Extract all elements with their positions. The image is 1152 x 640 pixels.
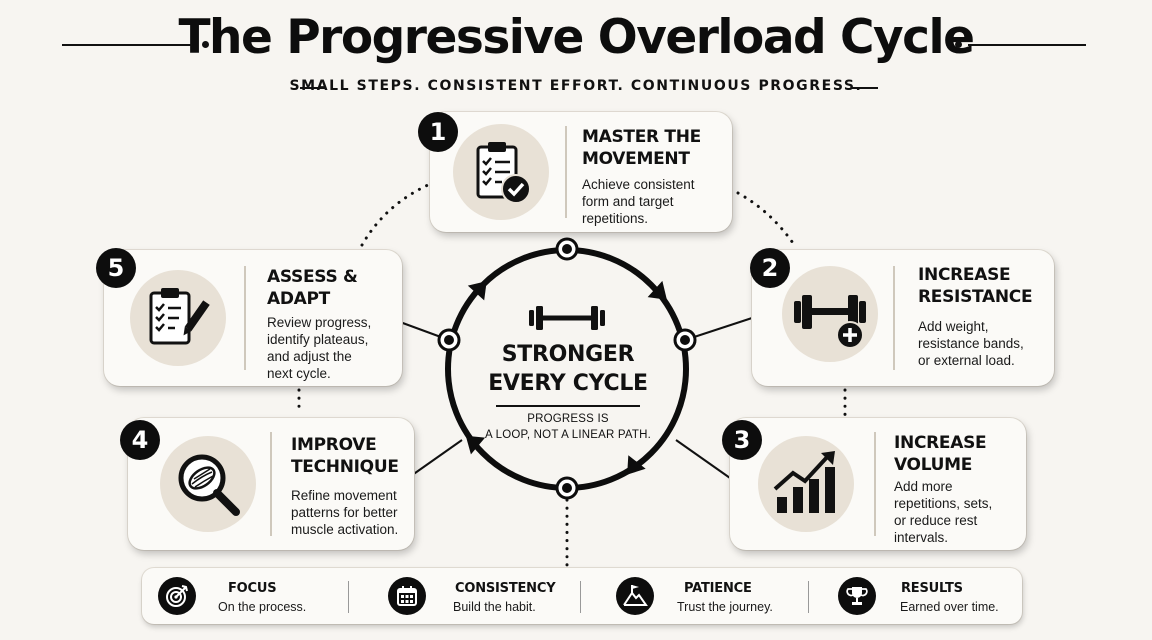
- center-note: PROGRESS IS A LOOP, NOT A LINEAR PATH.: [484, 413, 652, 441]
- step-3-badge: 3: [722, 420, 762, 460]
- footer-bar: [142, 568, 1022, 624]
- step-4-icon-bg: [160, 436, 256, 532]
- subtitle-rule-left: [300, 87, 326, 89]
- step-1-badge: 1: [418, 112, 458, 152]
- footer-divider: [808, 581, 809, 613]
- step-5-badge: 5: [96, 248, 136, 288]
- clipboard-pencil-icon: [149, 288, 210, 345]
- target-icon: [166, 585, 188, 607]
- ring-node-top: [555, 237, 579, 261]
- step-3-divider: [874, 432, 876, 536]
- footer-label-consistency: CONSISTENCY: [455, 581, 556, 596]
- dumbbell-icon: [529, 306, 605, 330]
- mountain-flag-icon: [623, 585, 648, 606]
- footer-sub-results: Earned over time.: [900, 600, 999, 614]
- step-1-icon-bg: [453, 124, 549, 220]
- dotted-connector-5-1: [360, 183, 430, 247]
- footer-icon-results: [838, 577, 876, 615]
- connector-3: [675, 439, 731, 479]
- center-rule: [496, 405, 640, 407]
- step-5-divider: [244, 266, 246, 370]
- calendar-icon: [397, 586, 417, 606]
- footer-sub-consistency: Build the habit.: [453, 600, 536, 614]
- dumbbell-plus-icon: [794, 295, 866, 349]
- ring-node-bottom: [555, 476, 579, 500]
- trophy-icon: [846, 587, 868, 605]
- step-2-badge: 2: [750, 248, 790, 288]
- arrow-icon: [465, 435, 486, 455]
- dotted-connector-1-2: [736, 191, 797, 248]
- step-2-title: INCREASE RESISTANCE: [918, 265, 1033, 307]
- subtitle-rule-right: [852, 87, 878, 89]
- footer-icon-focus: [158, 577, 196, 615]
- page-title: The Progressive Overload Cycle: [178, 10, 975, 65]
- magnifier-muscle-icon: [178, 454, 240, 516]
- step-2-icon-bg: [782, 266, 878, 362]
- footer-divider: [580, 581, 581, 613]
- connector-2: [684, 317, 753, 341]
- footer-icon-consistency: [388, 577, 426, 615]
- footer-sub-patience: Trust the journey.: [677, 600, 773, 614]
- step-2-divider: [893, 266, 895, 370]
- step-4-description: Refine movement patterns for better musc…: [291, 488, 399, 537]
- step-3-description: Add more repetitions, sets, or reduce re…: [894, 479, 993, 545]
- step-5-description: Review progress, identify plateaus, and …: [267, 315, 372, 381]
- title-rule-left: [62, 44, 192, 46]
- clipboard-check-icon: [476, 142, 531, 204]
- step-4-title: IMPROVE TECHNIQUE: [291, 435, 399, 477]
- title-rule-right: [968, 44, 1086, 46]
- bar-chart-arrow-icon: [773, 451, 835, 513]
- ring-node-left: [437, 328, 461, 352]
- step-3-title: INCREASE VOLUME: [894, 433, 987, 475]
- step-4-divider: [270, 432, 272, 536]
- footer-label-patience: PATIENCE: [684, 581, 752, 596]
- step-3-icon-bg: [758, 436, 854, 532]
- step-5-title: ASSESS & ADAPT: [267, 267, 358, 309]
- arrow-icon: [627, 455, 646, 475]
- title-dot-left: [202, 41, 209, 48]
- center-title: STRONGER EVERY CYCLE: [488, 342, 648, 396]
- ring-node-right: [673, 328, 697, 352]
- step-1-divider: [565, 126, 567, 218]
- step-4-badge: 4: [120, 420, 160, 460]
- connector-4: [407, 439, 463, 479]
- footer-icon-patience: [616, 577, 654, 615]
- title-dot-right: [955, 41, 962, 48]
- page-subtitle: SMALL STEPS. CONSISTENT EFFORT. CONTINUO…: [289, 78, 863, 94]
- step-1-title: MASTER THE MOVEMENT: [582, 127, 701, 169]
- step-2-description: Add weight, resistance bands, or externa…: [918, 319, 1024, 368]
- step-5-icon-bg: [130, 270, 226, 366]
- arrow-icon: [647, 280, 667, 300]
- footer-sub-focus: On the process.: [218, 600, 307, 614]
- arrow-icon: [467, 281, 487, 301]
- footer-divider: [348, 581, 349, 613]
- step-1-description: Achieve consistent form and target repet…: [582, 177, 695, 226]
- footer-label-results: RESULTS: [901, 581, 963, 596]
- footer-label-focus: FOCUS: [228, 581, 277, 596]
